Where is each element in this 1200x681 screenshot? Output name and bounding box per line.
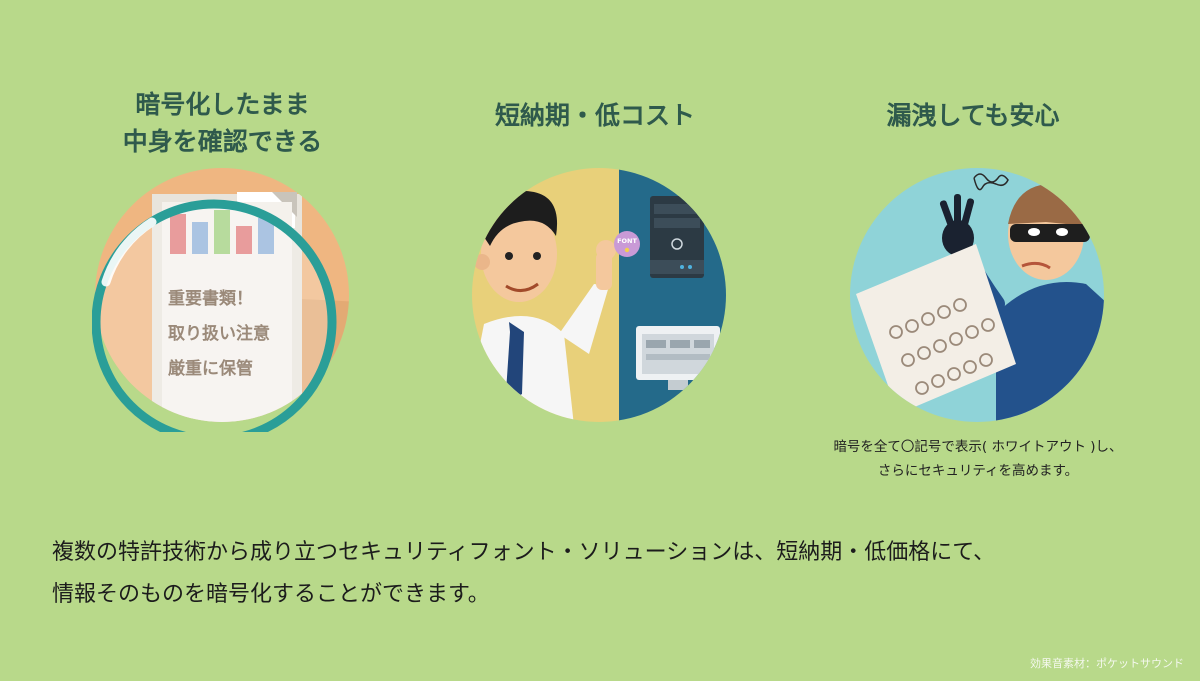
feature-title-line1: 漏洩しても安心 xyxy=(886,101,1060,130)
feature-title: 短納期・低コスト xyxy=(470,97,720,134)
feature-title-line1: 短納期・低コスト xyxy=(494,101,695,130)
magnifier-document-illustration: 重要書類！ 取り扱い注意 厳重に保管 xyxy=(92,168,349,432)
feature-title: 漏洩しても安心 xyxy=(848,97,1098,134)
summary-line1: 複数の特許技術から成り立つセキュリティフォント・ソリューションは、短納期・低価格… xyxy=(52,540,996,565)
businessman-server-illustration: FONT xyxy=(472,168,726,422)
summary-line2: 情報そのものを暗号化することができます。 xyxy=(52,582,490,607)
document-text-line: 厳重に保管 xyxy=(168,358,253,379)
feature-title-line1: 暗号化したまま xyxy=(135,90,310,119)
caption-line2: さらにセキュリティを高めます。 xyxy=(877,463,1079,479)
feature-title-line2: 中身を確認できる xyxy=(122,127,323,156)
feature-title: 暗号化したまま 中身を確認できる xyxy=(105,86,340,160)
document-text-line: 重要書類！ xyxy=(168,288,253,309)
document-text-lines: 重要書類！ 取り扱い注意 厳重に保管 xyxy=(168,288,270,379)
thief-whiteout-illustration xyxy=(850,168,1104,422)
sound-credit: 効果音素材：ポケットサウンド xyxy=(1030,657,1184,670)
summary-text: 複数の特許技術から成り立つセキュリティフォント・ソリューションは、短納期・低価格… xyxy=(52,532,1152,616)
font-badge: FONT xyxy=(614,231,640,257)
caption-line1: 暗号を全て〇記号で表示( ホワイトアウト )し、 xyxy=(833,439,1123,455)
confusion-scribble-icon xyxy=(973,173,1009,191)
feature-caption: 暗号を全て〇記号で表示( ホワイトアウト )し、 さらにセキュリティを高めます。 xyxy=(778,435,1178,483)
font-badge-label: FONT xyxy=(617,237,637,245)
document-text-line: 取り扱い注意 xyxy=(168,323,270,344)
